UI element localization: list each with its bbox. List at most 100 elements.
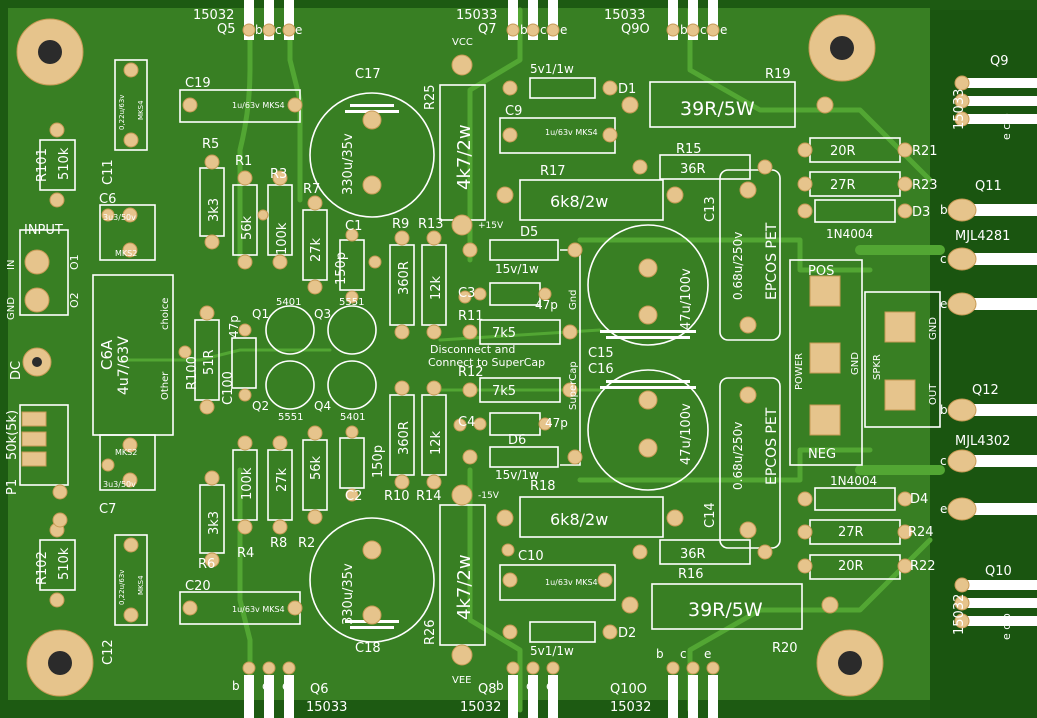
label-r9: R9 (392, 217, 409, 232)
label-c6-mk: MKS2 (115, 249, 137, 258)
label-c10-value: 1u/63v MKS4 (545, 578, 598, 587)
label-e1: e (295, 23, 302, 37)
bottom-transistor-leads (242, 661, 720, 718)
label-r4: R4 (237, 546, 254, 561)
label-top-tr2: 15033 (456, 8, 497, 23)
label-q12-value: MJL4302 (955, 434, 1010, 449)
label-c19: C19 (185, 76, 211, 91)
label-bot-tr4: Q10O (610, 682, 647, 697)
label-d5: D5 (520, 225, 538, 240)
label-q2-type: 5551 (278, 412, 303, 423)
label-c11: C11 (101, 159, 116, 185)
label-vee: VEE (452, 675, 471, 686)
label-q9: Q9 (990, 54, 1009, 69)
label-r26: R26 (423, 619, 438, 645)
label-c100-value: 47p (227, 315, 241, 338)
label-c14-value: 0.68u/250v (731, 422, 745, 490)
label-r18: R18 (530, 479, 556, 494)
label-c1-value: 150p (334, 252, 349, 285)
label-c16-value: 47u/100v (679, 403, 694, 465)
label-c18: C18 (355, 641, 381, 656)
label-c7: C7 (99, 502, 116, 517)
label-d1-value: 5v1/1w (530, 62, 574, 76)
label-q12-c: c (940, 454, 947, 468)
label-r19-value: 39R/5W (680, 98, 755, 120)
label-bot-e2: e (546, 679, 553, 693)
label-r25-value: 4k7/2w (454, 124, 475, 190)
label-q11: Q11 (975, 179, 1002, 194)
label-input: INPUT (24, 223, 63, 238)
label-r26-value: 4k7/2w (454, 554, 475, 620)
label-c7-mk: MKS2 (115, 448, 137, 457)
label-r5: R5 (202, 137, 219, 152)
label-r23-value: 27R (830, 178, 856, 193)
label-r21: R21 (912, 144, 938, 159)
label-spkr: SPKR (872, 354, 883, 380)
label-c12: C12 (101, 639, 116, 665)
label-d2-value: 5v1/1w (530, 644, 574, 658)
label-r13: R13 (418, 217, 444, 232)
label-vcc: VCC (452, 37, 473, 48)
mounting-holes (16, 14, 884, 697)
label-dc: DC (9, 361, 24, 380)
label-o1: O1 (68, 254, 81, 270)
label-d3-value: 1N4004 (826, 227, 873, 241)
label-c10: C10 (518, 549, 544, 564)
label-c17-value: 330u/35v (341, 133, 356, 195)
label-bot-b2: b (496, 679, 504, 693)
label-r18-value: 6k8/2w (550, 510, 608, 529)
label-e2: e (560, 23, 567, 37)
label-d1: D1 (618, 82, 636, 97)
label-c6-value: 3u3/50v (103, 213, 136, 222)
label-c15-value: 47u/100v (679, 268, 694, 330)
label-c13-value: 0.68u/250v (731, 232, 745, 300)
label-c19-value: 1u/63v MKS4 (232, 101, 285, 110)
label-top-tr4: 15033 (604, 8, 645, 23)
label-c3: C3 (458, 286, 475, 301)
label-connect: Connect to SuperCap (428, 356, 545, 369)
label-q4-type: 5401 (340, 412, 365, 423)
label-bot-tr1: 15033 (306, 700, 347, 715)
label-c20: C20 (185, 579, 211, 594)
label-bot-tr2: Q8 (478, 682, 497, 697)
label-r100: R100 (185, 356, 200, 390)
label-r101: R101 (35, 148, 50, 182)
label-r7: R7 (303, 182, 320, 197)
label-r15-value: 36R (680, 162, 706, 177)
label-b1: b (255, 23, 263, 37)
label-o2: O2 (68, 292, 81, 308)
label-bot-tr5: 15032 (610, 700, 651, 715)
label-r6-value: 3k3 (207, 511, 222, 535)
label-q11-c: c (940, 252, 947, 266)
label-c2: C2 (345, 489, 362, 504)
label-pos: POS (808, 264, 834, 279)
label-c100: C100 (221, 371, 236, 405)
silkscreen-labels: 15032 Q5 15033 Q7 15033 Q9O b c e b c e … (5, 8, 1013, 715)
label-r10: R10 (384, 489, 410, 504)
label-r20-value: 39R/5W (688, 599, 763, 621)
label-bot-c1: c (262, 679, 269, 693)
label-c12-mk: MKS4 (137, 575, 145, 595)
label-q12-b: b (940, 403, 948, 417)
label-r2-value: 56k (309, 455, 324, 480)
label-gnd-supercap: Gnd (568, 290, 579, 310)
label-r23: R23 (912, 178, 938, 193)
label-c18-value: 330u/35v (341, 563, 356, 625)
label-r14-value: 12k (429, 430, 444, 455)
label-r12-value: 7k5 (492, 384, 516, 399)
label-r100-value: 51R (202, 349, 217, 375)
label-q3: Q3 (314, 307, 331, 321)
label-r12: R12 (458, 365, 484, 380)
component-pads (21, 54, 916, 666)
label-q11-b: b (940, 203, 948, 217)
label-c20-value: 1u/63v MKS4 (232, 605, 285, 614)
label-r5-value: 3k3 (207, 198, 222, 222)
label-bot-e1: e (282, 679, 289, 693)
label-bot-c2: c (526, 679, 533, 693)
label-r2: R2 (298, 536, 315, 551)
label-q12-e: e (940, 502, 947, 516)
label-q9-value: 15033 (952, 89, 967, 130)
label-bot-b1: b (232, 679, 240, 693)
label-r7-value: 27k (309, 237, 324, 262)
